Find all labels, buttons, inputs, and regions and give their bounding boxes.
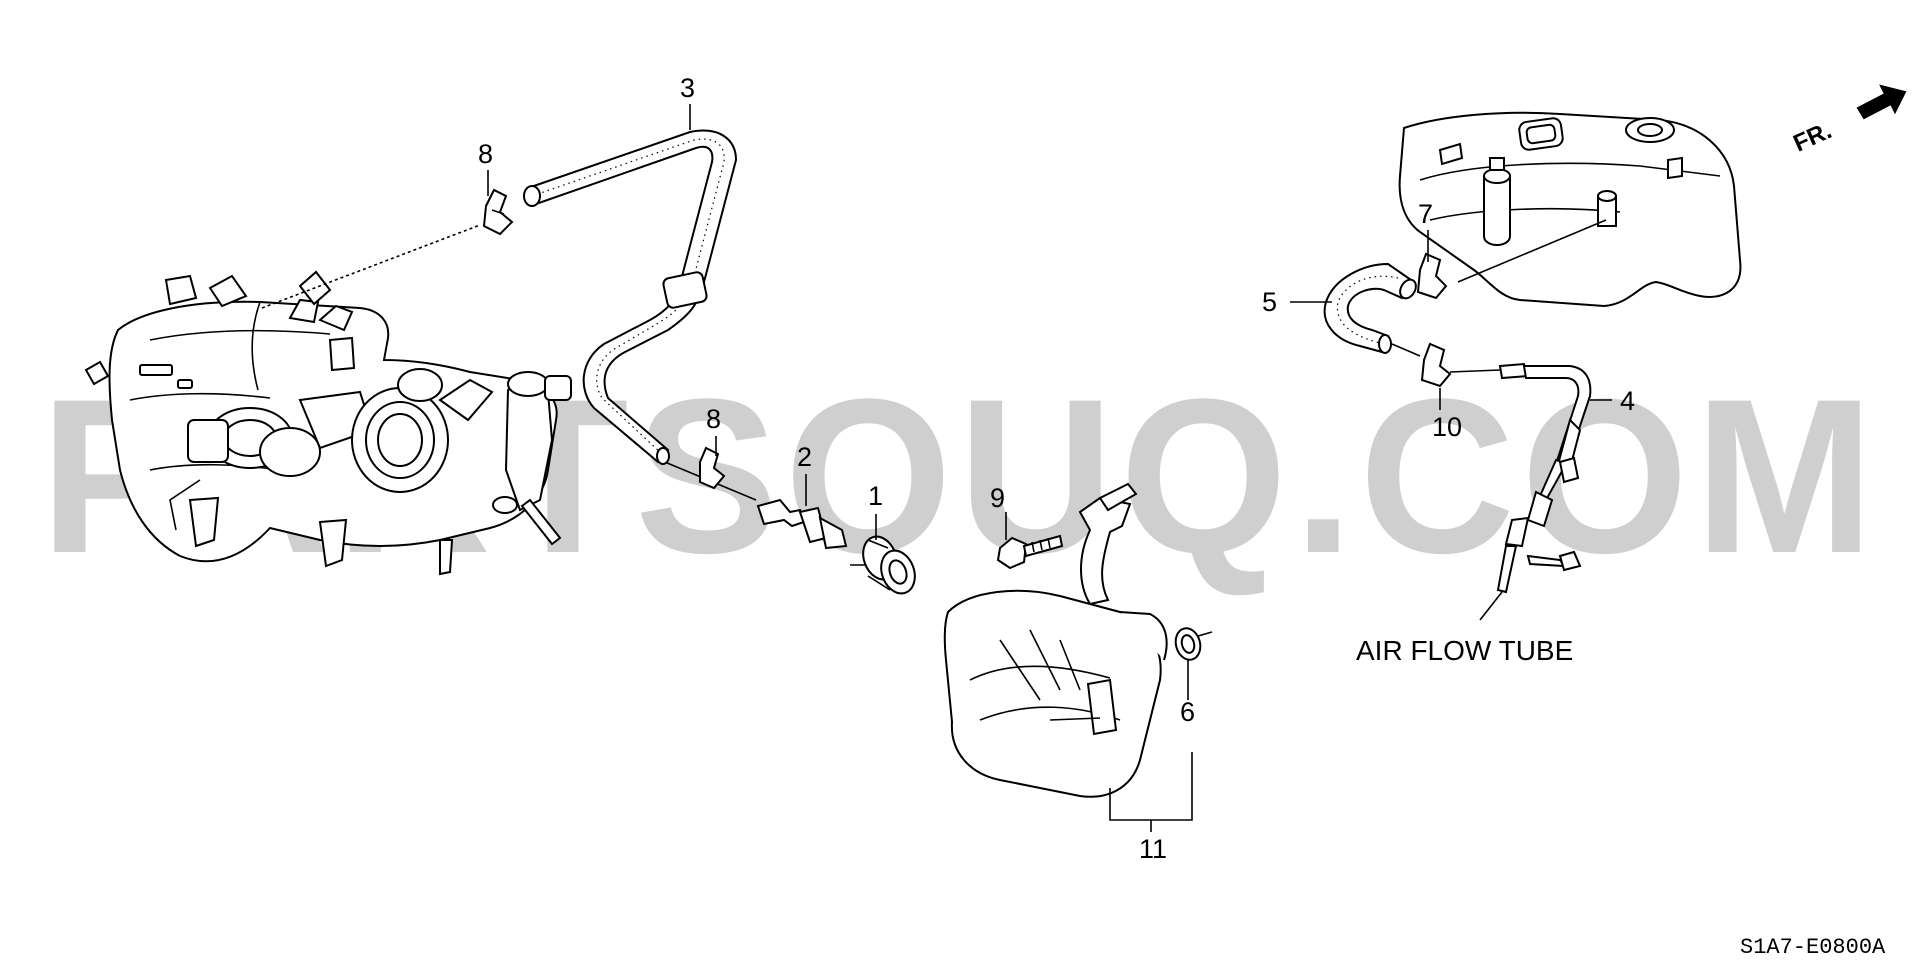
front-direction-label: FR. [1789,117,1835,157]
breather-chamber-11 [943,482,1168,798]
callout-7: 7 [1418,199,1433,229]
clamp-9 [1420,342,1452,388]
air-flow-tube-4 [1479,362,1592,621]
callout-8-lower: 8 [706,404,721,434]
callout-3: 3 [680,73,695,103]
front-direction-arrow-icon [1856,84,1907,120]
diagram-code: S1A7-E0800A [1740,935,1886,960]
pcv-valve-2 [756,498,848,550]
callout-2: 2 [797,442,812,472]
intake-manifold-assembly [84,270,572,576]
bolt-10 [996,534,1064,570]
callout-6: 6 [1180,697,1195,727]
grommet-1 [862,535,916,595]
callout-11: 11 [1139,834,1167,864]
callout-9: 10 [1432,412,1462,442]
callout-10: 9 [990,483,1005,513]
clamp-8-lower [699,446,726,490]
clamp-8-upper [482,188,514,236]
air-flow-tube-annotation: AIR FLOW TUBE [1356,635,1573,666]
cylinder-head-cover [1398,111,1742,308]
callout-1: 1 [868,481,883,511]
callout-4: 4 [1620,386,1635,416]
hose-5 [1323,262,1417,354]
callout-5: 5 [1262,287,1277,317]
hose-3 [523,129,738,465]
o-ring-6 [1174,627,1213,661]
callout-8-upper: 8 [478,139,493,169]
clamp-7 [1416,252,1448,300]
